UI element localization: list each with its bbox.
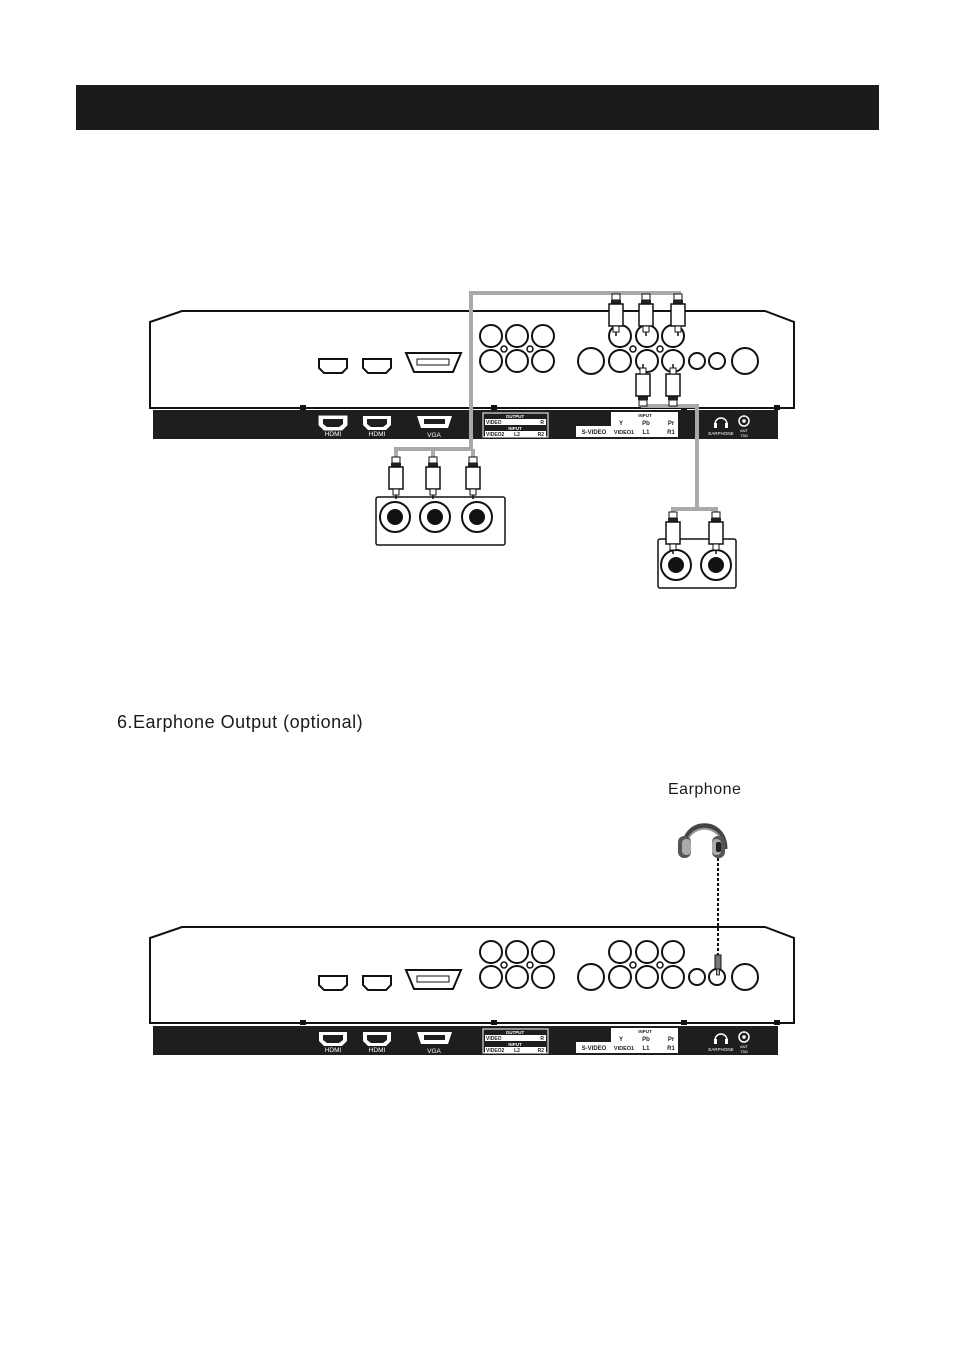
- label-r1-b: R1: [667, 1046, 675, 1052]
- label-video2-b: VIDEO2: [486, 1048, 505, 1054]
- tv-unit-bottom: [149, 926, 795, 1025]
- earphone-label: Earphone: [668, 781, 742, 798]
- headphone-icon: [714, 417, 728, 428]
- label-input-left: INPUT: [508, 426, 522, 431]
- label-hdmi-2-b: HDMI: [369, 1047, 386, 1054]
- antenna-icon: [738, 1031, 750, 1043]
- label-pb-b: Pb: [642, 1037, 650, 1043]
- label-ant: ANT: [740, 428, 749, 433]
- label-hdmi-1-b: HDMI: [325, 1047, 342, 1054]
- label-pr: Pr: [668, 421, 675, 427]
- label-pb: Pb: [642, 421, 650, 427]
- label-output: OUTPUT: [506, 414, 525, 419]
- label-video-out: VIDEO: [486, 420, 502, 426]
- label-l2-b: L2: [514, 1048, 520, 1054]
- label-video1-b: VIDEO1: [614, 1046, 634, 1052]
- label-svideo: S-VIDEO: [582, 430, 607, 436]
- label-svideo-b: S-VIDEO: [582, 1046, 607, 1052]
- label-hdmi-2: HDMI: [369, 431, 386, 438]
- label-y: Y: [619, 421, 623, 427]
- earphone-plug: [714, 954, 722, 976]
- label-y-b: Y: [619, 1037, 623, 1043]
- label-input-right: INPUT: [638, 413, 652, 418]
- label-vga-b: VGA: [427, 1048, 441, 1055]
- label-ant-ohm: 75Ω: [740, 433, 747, 438]
- label-r2-b: R2: [538, 1048, 545, 1054]
- label-r2: R2: [538, 432, 545, 438]
- label-l1-b: L1: [642, 1046, 650, 1052]
- panel-label-strip-bottom: HDMI HDMI VGA OUTPUT VIDEO R INPUT VIDEO…: [153, 1026, 778, 1055]
- label-ant-ohm-b: 75Ω: [740, 1049, 747, 1054]
- antenna-icon: [738, 415, 750, 427]
- label-ant-b: ANT: [740, 1044, 749, 1049]
- label-video2: VIDEO2: [486, 432, 505, 438]
- label-output-b: OUTPUT: [506, 1030, 525, 1035]
- label-pr-b: Pr: [668, 1037, 675, 1043]
- section-title: 6.Earphone Output (optional): [117, 712, 364, 732]
- label-input-right-b: INPUT: [638, 1029, 652, 1034]
- label-earphone-b: EARPHONE: [708, 1047, 733, 1052]
- label-l1: L1: [642, 430, 650, 436]
- label-hdmi-1: HDMI: [325, 431, 342, 438]
- label-l2: L2: [514, 432, 520, 438]
- panel-label-strip-top: HDMI HDMI VGA OUTPUT VIDEO R INPUT VIDEO…: [153, 410, 778, 439]
- component-source-device: [375, 456, 506, 546]
- label-earphone: EARPHONE: [708, 431, 733, 436]
- label-r-out: R: [540, 420, 544, 426]
- label-input-left-b: INPUT: [508, 1042, 522, 1047]
- label-vga: VGA: [427, 432, 441, 439]
- label-r1: R1: [667, 430, 675, 436]
- label-video1: VIDEO1: [614, 430, 634, 436]
- headphone-icon: [714, 1033, 728, 1044]
- header-bar: [76, 85, 879, 130]
- label-r-out-b: R: [540, 1036, 544, 1042]
- headphones-icon: [678, 823, 728, 858]
- label-video-out-b: VIDEO: [486, 1036, 502, 1042]
- audio-source-device: [657, 511, 737, 589]
